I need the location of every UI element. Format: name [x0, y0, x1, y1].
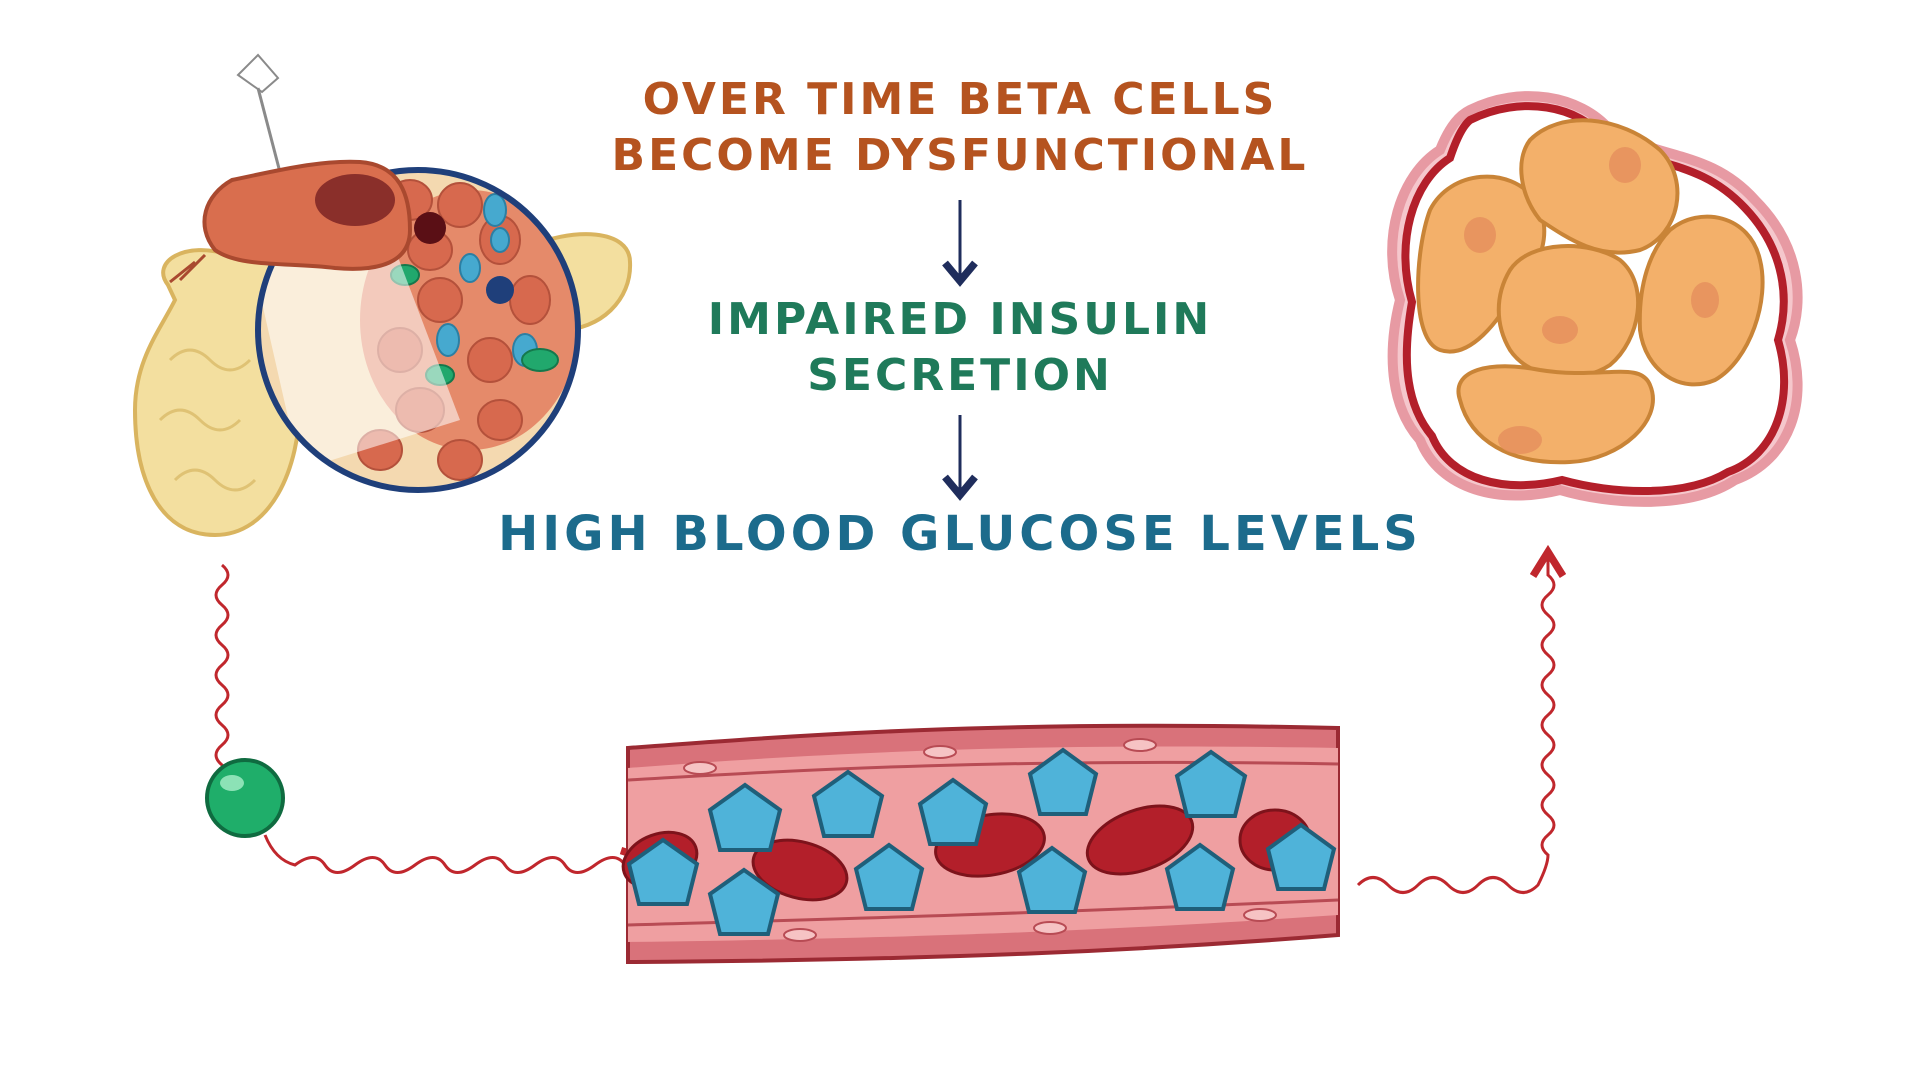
step-caption-beta-cells: OVER TIME BETA CELLS BECOME DYSFUNCTIONA…	[0, 72, 1920, 184]
cell-cluster-icon	[1387, 91, 1803, 507]
step-caption-insulin-secretion: IMPAIRED INSULIN SECRETION	[0, 292, 1920, 404]
caption-line: OVER TIME BETA CELLS	[642, 74, 1278, 125]
signal-path-pancreas-to-insulin	[214, 563, 230, 787]
caption-line: HIGH BLOOD GLUCOSE LEVELS	[498, 506, 1422, 562]
step-caption-blood-glucose: HIGH BLOOD GLUCOSE LEVELS	[0, 506, 1920, 562]
caption-line: SECRETION	[807, 350, 1113, 401]
glucose-pentagon-icon	[626, 747, 1337, 936]
red-blood-cells	[621, 804, 1312, 902]
caption-line: IMPAIRED INSULIN	[707, 294, 1213, 345]
signal-path-insulin-to-vessel	[263, 834, 645, 873]
signal-path-vessel-to-cells	[1356, 555, 1554, 894]
insulin-molecule-icon	[205, 758, 285, 838]
beta-cell-icon	[169, 53, 413, 284]
caption-line: BECOME DYSFUNCTIONAL	[611, 130, 1309, 181]
